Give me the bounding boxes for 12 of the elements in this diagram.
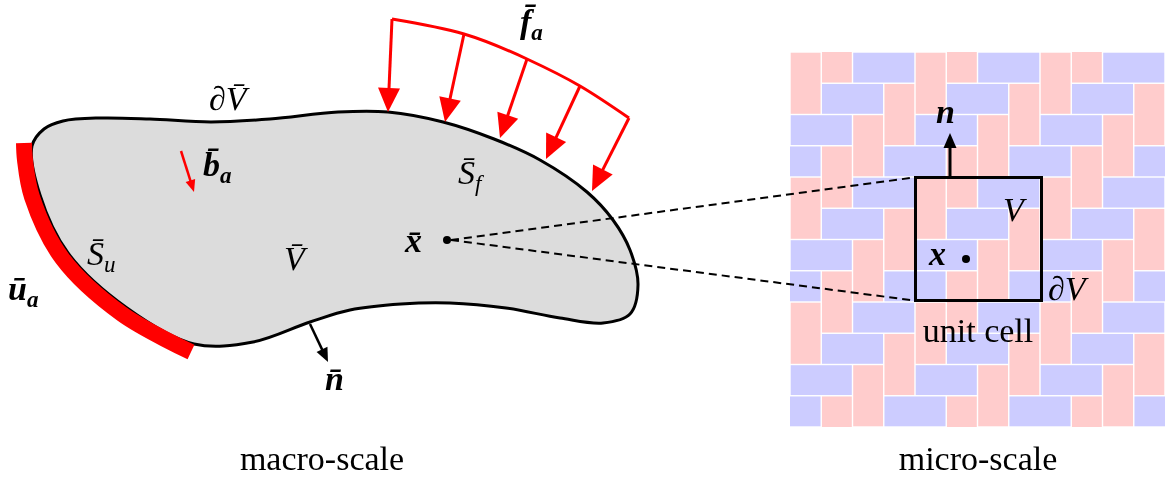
math-symbol-label: x: [929, 234, 946, 273]
unit-cell-outline: [914, 176, 1043, 302]
math-symbol-label: b̄$_{a}$: [203, 145, 232, 184]
math-symbol-label: n̄: [325, 359, 344, 398]
math-symbol-label: f̄$_{a}$: [520, 2, 543, 41]
cell-name-label: unit cell: [922, 311, 1034, 350]
scale-caption: micro-scale: [898, 439, 1058, 478]
math-symbol-label: S̄$_{u}$: [87, 234, 116, 273]
math-symbol-label: x̄: [405, 221, 422, 260]
scale-caption: macro-scale: [239, 439, 405, 478]
math-symbol-label: n: [936, 92, 955, 131]
math-symbol-label: ū$_{a}$: [8, 269, 39, 308]
